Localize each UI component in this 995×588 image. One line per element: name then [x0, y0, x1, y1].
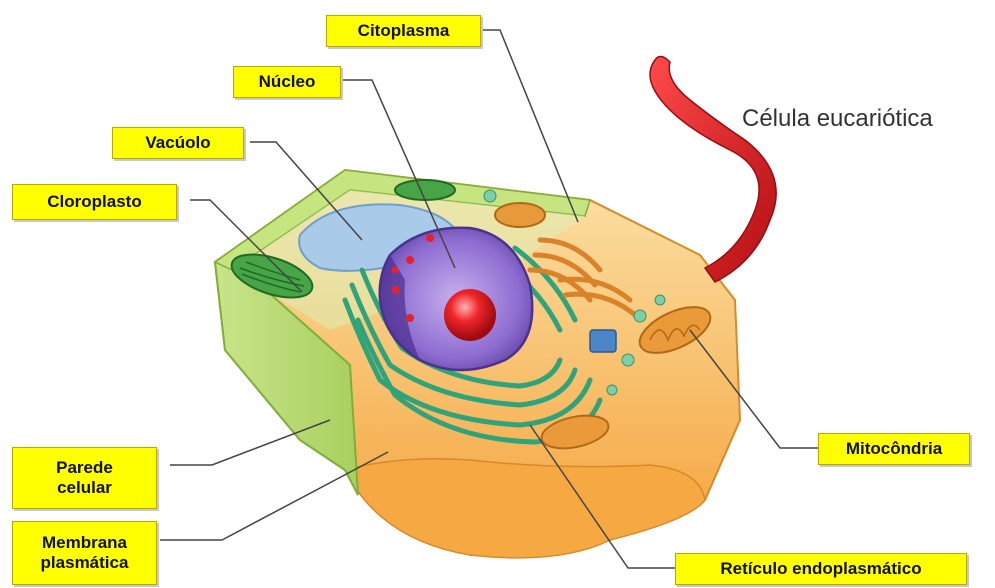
label-citoplasma-text: Citoplasma: [358, 21, 450, 41]
label-nucleo: Núcleo: [233, 66, 341, 98]
label-citoplasma: Citoplasma: [326, 15, 481, 47]
label-membrana-plasmatica: Membrana plasmática: [12, 521, 157, 585]
label-parede-celular: Parede celular: [12, 447, 157, 509]
centriole-shape: [590, 330, 616, 352]
label-reticulo-text: Retículo endoplasmático: [720, 559, 921, 579]
label-reticulo: Retículo endoplasmático: [675, 553, 967, 585]
label-nucleo-text: Núcleo: [259, 72, 316, 92]
golgi-stack-shape: [495, 203, 545, 227]
label-mitocondria: Mitocôndria: [818, 433, 970, 465]
label-cloroplasto: Cloroplasto: [12, 184, 177, 220]
label-vacuolo: Vacúolo: [112, 127, 244, 159]
label-membrana-line1: Membrana: [42, 533, 127, 553]
label-parede-line2: celular: [57, 478, 112, 498]
label-membrana-line2: plasmática: [41, 553, 129, 573]
nucleolus-shape: [444, 289, 496, 341]
diagram-title: Célula eucariótica: [742, 105, 933, 133]
label-parede-line1: Parede: [56, 458, 113, 478]
nucleus-shape: [380, 228, 533, 370]
label-cloroplasto-text: Cloroplasto: [47, 192, 141, 212]
label-vacuolo-text: Vacúolo: [145, 133, 210, 153]
label-mitocondria-text: Mitocôndria: [846, 439, 942, 459]
